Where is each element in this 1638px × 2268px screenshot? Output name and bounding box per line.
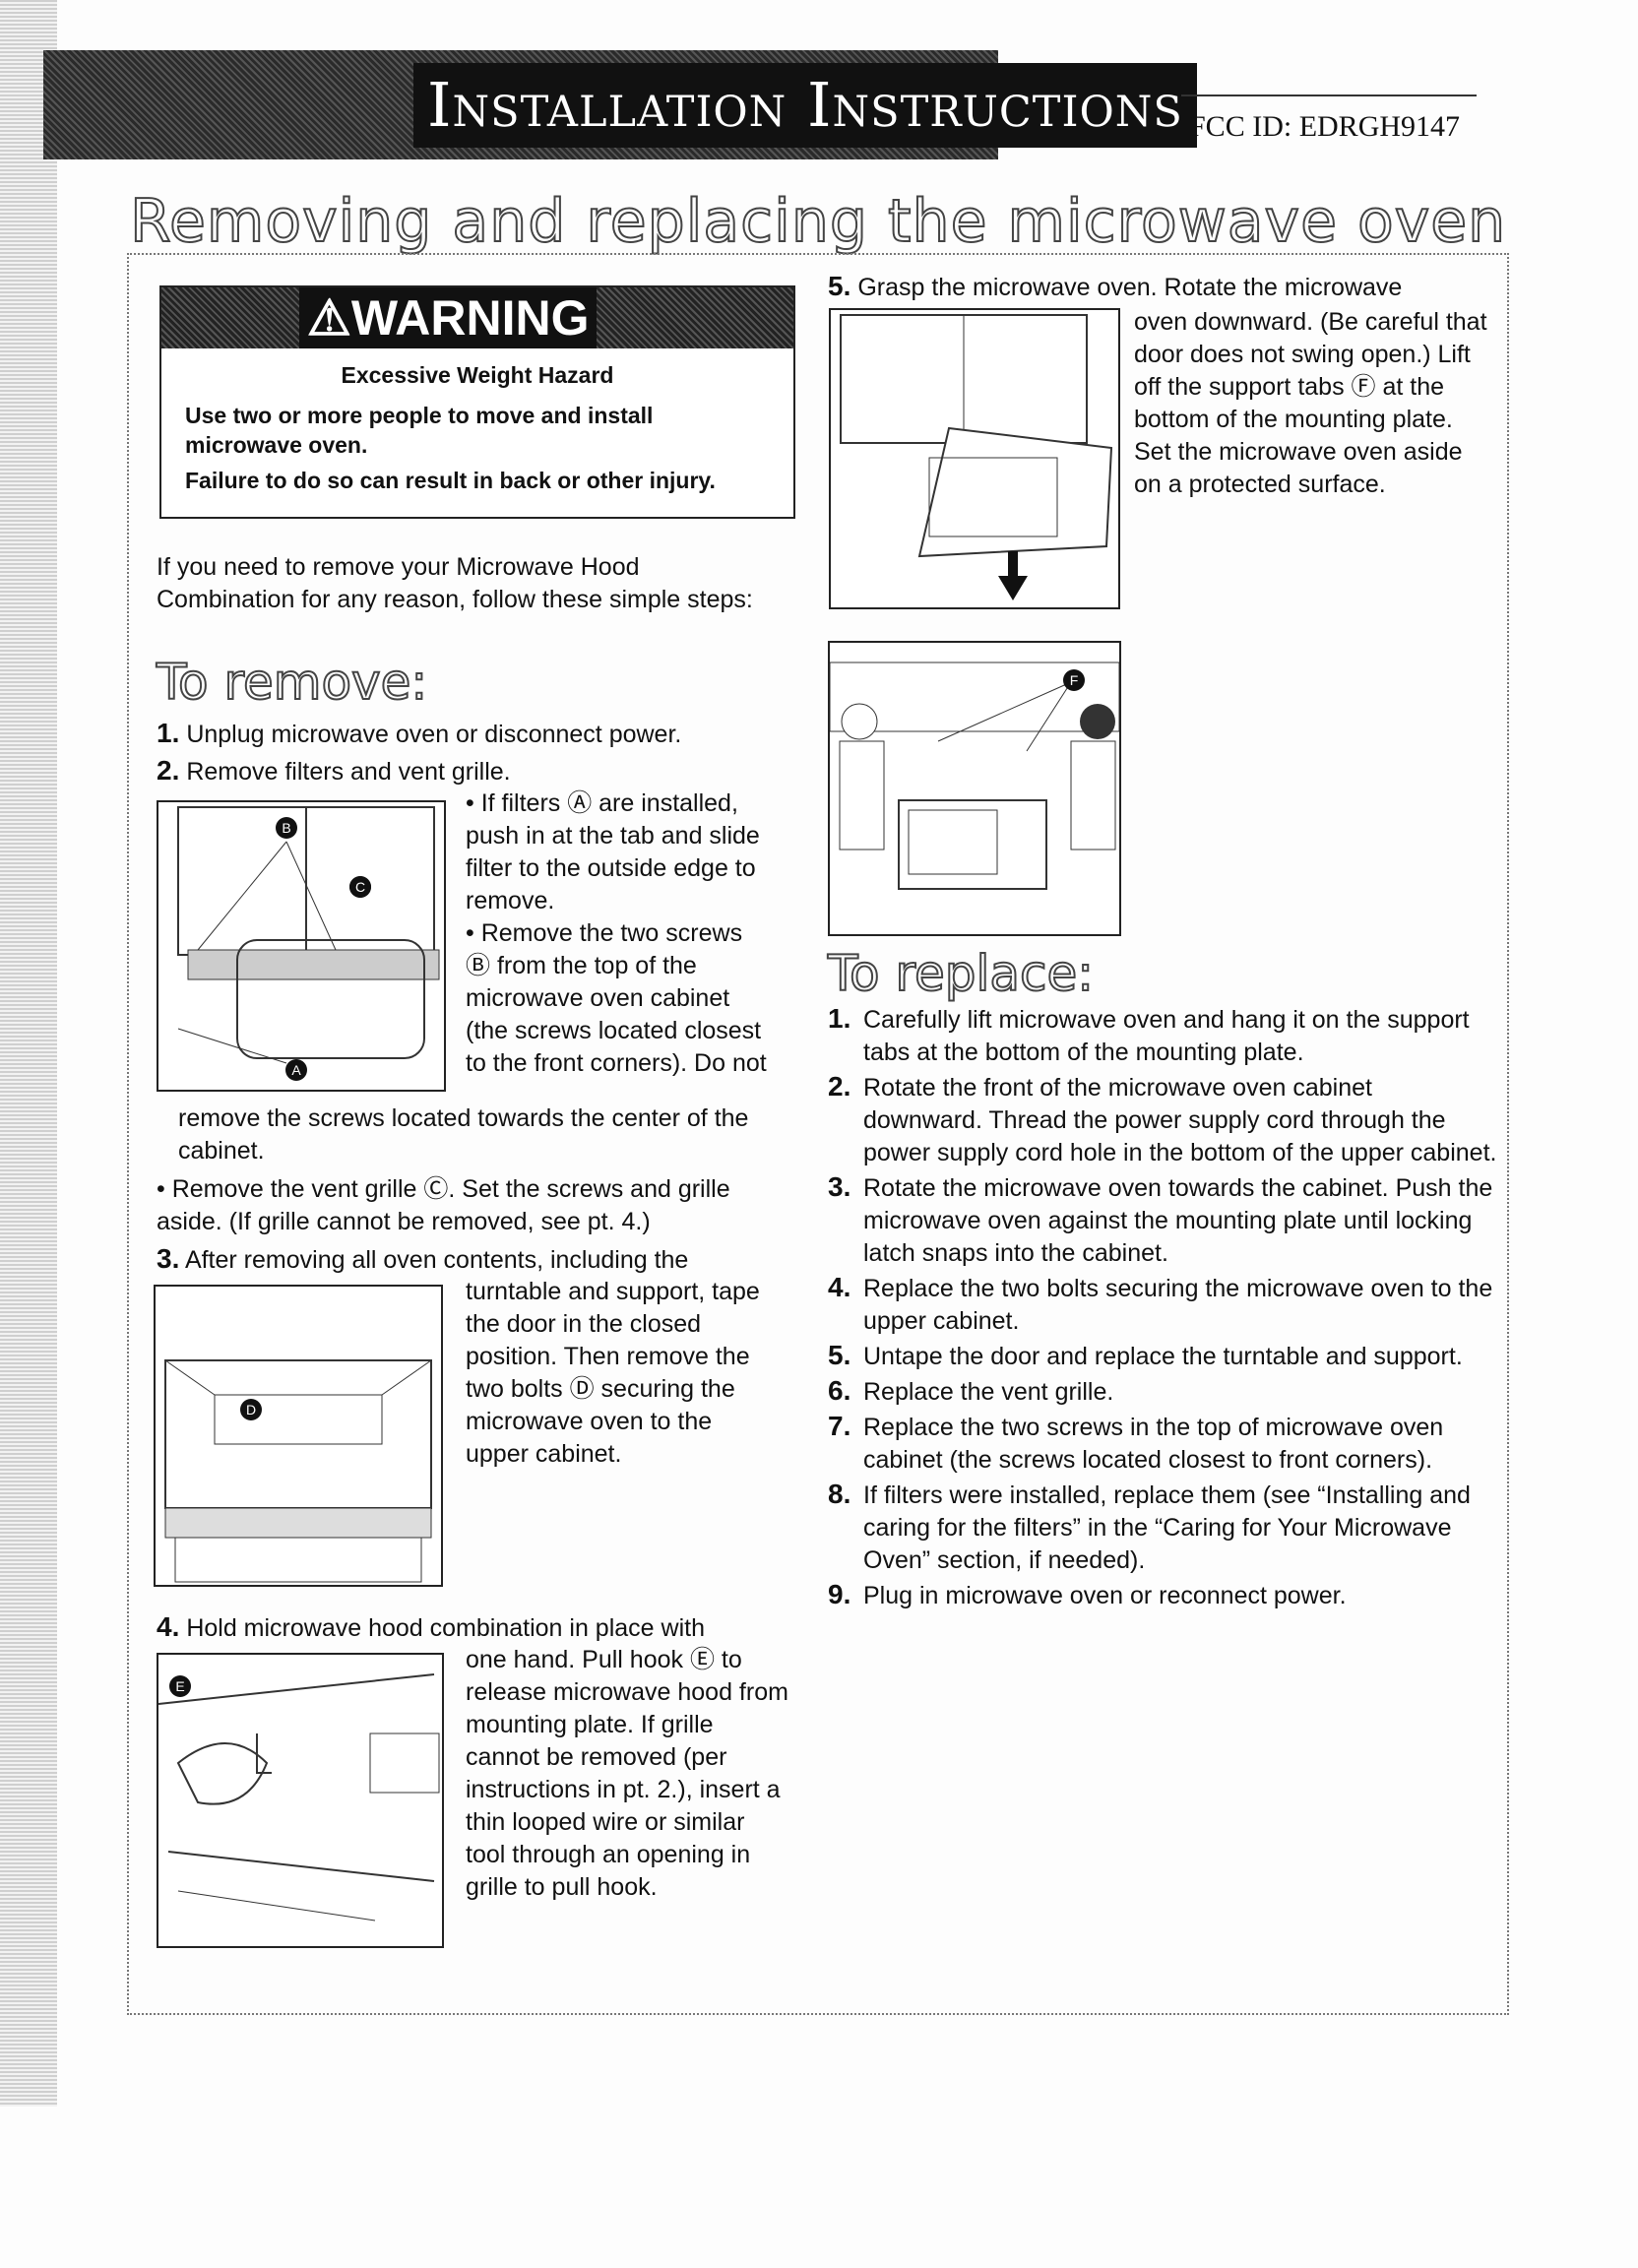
warning-text: Failure to do so can result in back or o… xyxy=(185,468,716,493)
replace-step: 9.Plug in microwave oven or reconnect po… xyxy=(828,1579,1347,1609)
warning-label: ⚠WARNING xyxy=(299,287,598,348)
replace-step: 6.Replace the vent grille. xyxy=(828,1375,1114,1406)
replace-heading: To replace: xyxy=(827,944,1095,1003)
warning-triangle-icon: ⚠ xyxy=(307,290,351,346)
remove-step-4-text: one hand. Pull hook Ⓔ to release microwa… xyxy=(466,1646,788,1901)
warning-text: Use two or more people to move and insta… xyxy=(185,403,654,458)
replace-steps-list: 1.Carefully lift microwave oven and hang… xyxy=(828,1003,1497,1615)
scan-edge xyxy=(0,0,57,2107)
replace-step: 1.Carefully lift microwave oven and hang… xyxy=(828,1003,1470,1066)
remove-heading: To remove: xyxy=(156,653,428,712)
hazard-title: Excessive Weight Hazard xyxy=(341,362,614,388)
bullet-screws-cont: remove the screws located towards the ce… xyxy=(178,1104,749,1165)
replace-step: 7.Replace the two screws in the top of m… xyxy=(828,1411,1444,1474)
remove-step-5-text: oven downward. (Be careful that door doe… xyxy=(1134,308,1487,498)
replace-step: 3.Rotate the microwave oven towards the … xyxy=(828,1171,1493,1267)
intro-text: If you need to remove your Microwave Hoo… xyxy=(157,553,753,613)
bullet-filters: • If filters Ⓐ are installed, push in at… xyxy=(466,789,760,914)
callout-e: E xyxy=(175,1678,184,1694)
replace-step: 4.Replace the two bolts securing the mic… xyxy=(828,1272,1493,1335)
banner-title: Installation Instructions xyxy=(413,63,1197,148)
remove-step-4: 4. Hold microwave hood combination in pl… xyxy=(157,1611,705,1642)
remove-step-3: 3. After removing all oven contents, inc… xyxy=(157,1243,689,1274)
remove-step-1: 1. Unplug microwave oven or disconnect p… xyxy=(157,718,682,748)
remove-step-5: 5. Grasp the microwave oven. Rotate the … xyxy=(828,271,1403,301)
replace-step: 5.Untape the door and replace the turnta… xyxy=(828,1340,1463,1370)
replace-step: 2.Rotate the front of the microwave oven… xyxy=(828,1071,1497,1166)
figure-hook: E xyxy=(157,1653,444,1948)
divider xyxy=(1181,94,1477,96)
bullet-grille: • Remove the vent grille Ⓒ. Set the scre… xyxy=(157,1175,730,1235)
fcc-id: FCC ID: EDRGH9147 xyxy=(1189,110,1461,143)
replace-step: 8.If filters were installed, replace the… xyxy=(828,1479,1471,1574)
bullet-screws: • Remove the two screws Ⓑ from the top o… xyxy=(466,919,767,1077)
remove-step-2: 2. Remove filters and vent grille. xyxy=(157,755,511,786)
figure-filters-screws: B C A xyxy=(157,800,446,1092)
callout-d: D xyxy=(246,1402,256,1418)
content-frame xyxy=(127,253,1509,2015)
callout-a: A xyxy=(291,1062,301,1078)
callout-c: C xyxy=(355,879,365,895)
figure-lower-oven xyxy=(829,308,1120,609)
figure-bolts: D xyxy=(154,1285,443,1587)
callout-f: F xyxy=(1070,672,1079,688)
figure-two-people-lifting: F xyxy=(828,641,1121,936)
warning-box: ⚠WARNING Excessive Weight Hazard Use two… xyxy=(159,285,795,519)
remove-step-3-text: turntable and support, tape the door in … xyxy=(466,1278,760,1468)
callout-b: B xyxy=(282,820,290,836)
page-title: Removing and replacing the microwave ove… xyxy=(129,186,1507,257)
